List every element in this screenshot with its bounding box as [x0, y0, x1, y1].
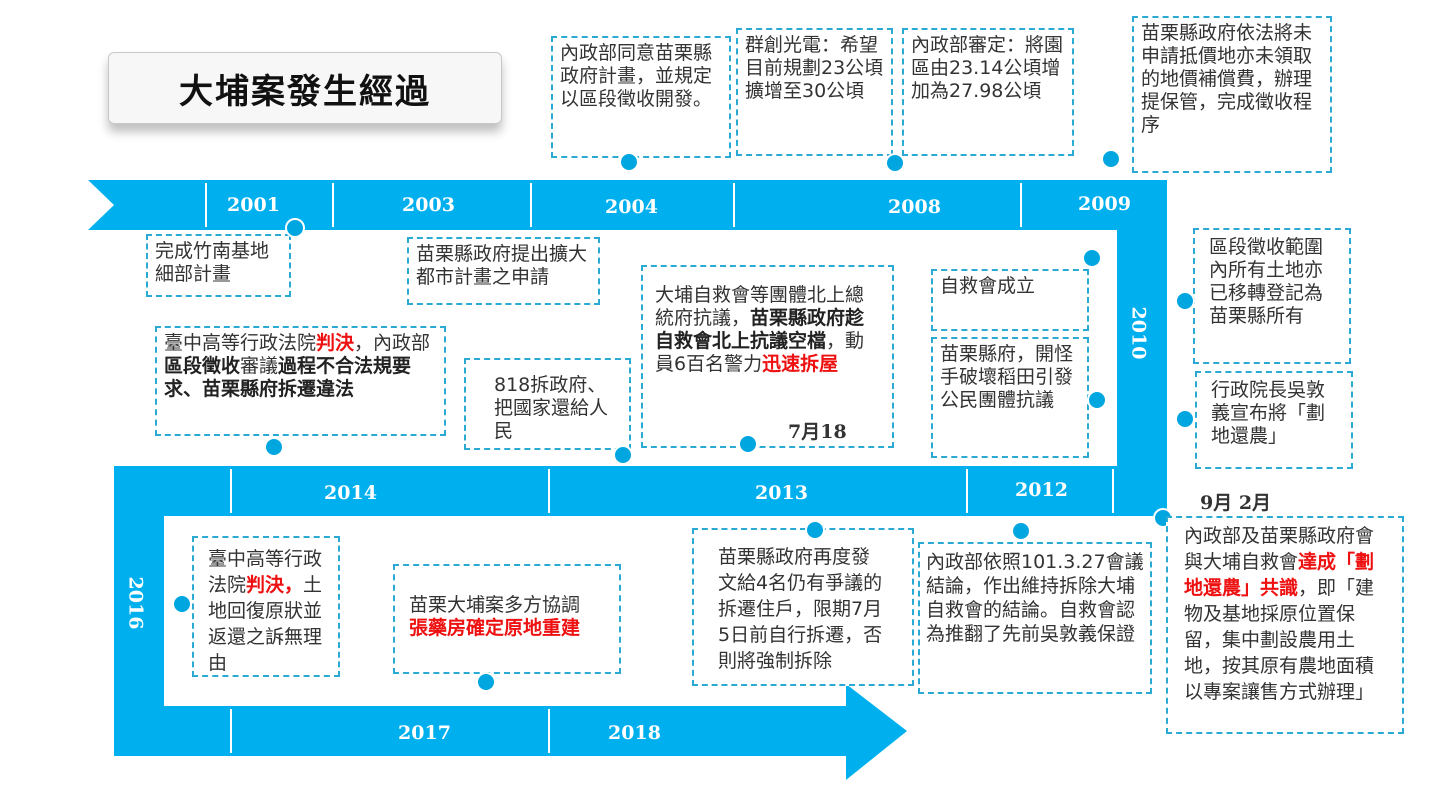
event-2009-dot [1101, 149, 1121, 169]
event-2010a-text: 區段徵收範圍內所有土地亦已移轉登記為苗栗縣所有 [1209, 236, 1324, 327]
event-2013a-text-bold: 苗栗縣政府趁自救會北上抗議空檔 [655, 307, 865, 352]
year-2004: 2004 [605, 196, 658, 218]
event-2012b-note: 苗栗縣府，開怪手破壞稻田引發公民團體抗議 [931, 337, 1089, 458]
tick [230, 469, 232, 513]
year-2010: 2010 [1127, 306, 1150, 360]
event-2004-note: 內政部同意苗栗縣政府計畫，並規定以區段徵收開發。 [551, 36, 731, 158]
year-2012: 2012 [1015, 479, 1068, 501]
event-2017-text-red: 張藥房確定原地重建 [409, 617, 581, 639]
event-2010c-note: 內政部及苗栗縣政府會與大埔自救會達成「劃地還農」共識，即「建物及基地採原位置保留… [1166, 516, 1404, 734]
year-2018: 2018 [608, 722, 661, 744]
tick [548, 469, 550, 513]
event-2010a-dot [1175, 291, 1195, 311]
tick [966, 469, 968, 513]
year-2017: 2017 [398, 722, 451, 744]
year-2013: 2013 [755, 482, 808, 504]
event-2008a-note: 群創光電：希望目前規劃23公頃擴增至30公頃 [736, 28, 893, 156]
year-2016: 2016 [124, 576, 147, 630]
year-2009: 2009 [1078, 193, 1131, 215]
title-box: 大埔案發生經過 [108, 52, 502, 124]
event-2008b-note: 內政部審定：將園區由23.14公頃增加為27.98公頃 [902, 28, 1074, 156]
timeline-band-middle [114, 466, 1167, 516]
event-2009-note: 苗栗縣政府依法將未申請抵價地亦未領取的地價補償費，辦理提保管，完成徵收程序 [1132, 16, 1332, 173]
event-2010a-note: 區段徵收範圍內所有土地亦已移轉登記為苗栗縣所有 [1193, 228, 1351, 364]
event-2010c-text-1: 內政部及苗栗縣政府會與大埔自救會 [1184, 525, 1375, 573]
event-2010b-dot [1175, 409, 1195, 429]
tick [530, 183, 532, 227]
event-2016-dot [172, 594, 192, 614]
event-2013b-note: 818拆政府、把國家還給人民 [464, 358, 631, 450]
event-2010b-note: 行政院長吳敦義宣布將「劃地還農」 [1195, 371, 1353, 469]
tick [332, 183, 334, 227]
event-2012b-text: 苗栗縣府，開怪手破壞稻田引發公民團體抗議 [940, 343, 1074, 411]
page-title: 大埔案發生經過 [179, 71, 431, 112]
event-2012c-dot [1011, 521, 1031, 541]
event-2014-text-bold-1: 區段徵收 [164, 355, 241, 377]
tick [1112, 469, 1114, 513]
event-2017-dot [476, 672, 496, 692]
year-2014: 2014 [324, 482, 377, 504]
event-2013c-dot [805, 520, 825, 540]
event-2014-text-1: 臺中高等行政法院 [164, 332, 317, 354]
event-2013a-note: 大埔自救會等團體北上總統府抗議，苗栗縣政府趁自救會北上抗議空檔，動員6百名警力迅… [641, 265, 894, 448]
tick [1020, 183, 1022, 227]
event-2012c-text: 內政部依照101.3.27會議結論，作出維持拆除大埔自救會的結論。自救會認為推翻… [926, 551, 1144, 645]
event-2013c-note: 苗栗縣政府再度發文給4名仍有爭議的拆遷住戶，限期7月5日前自行拆遷，否則將強制拆… [692, 528, 914, 686]
event-2010b-text: 行政院長吳敦義宣布將「劃地還農」 [1211, 379, 1326, 447]
event-2017-note: 苗栗大埔案多方協調張藥房確定原地重建 [393, 564, 621, 674]
event-2008a-text: 群創光電：希望目前規劃23公頃擴增至30公頃 [745, 34, 884, 102]
event-2014-text-bold-2: 過程不合法規要求、苗栗縣府拆遷違法 [164, 355, 412, 400]
event-2012a-text: 自救會成立 [940, 275, 1036, 297]
event-2012a-dot [1082, 248, 1102, 268]
event-2012c-note: 內政部依照101.3.27會議結論，作出維持拆除大埔自救會的結論。自救會認為推翻… [918, 542, 1152, 694]
event-2014-note: 臺中高等行政法院判決，內政部區段徵收審議過程不合法規要求、苗栗縣府拆遷違法 [155, 326, 446, 436]
event-2001-text: 完成竹南基地細部計畫 [155, 240, 270, 285]
event-2009-text: 苗栗縣政府依法將未申請抵價地亦未領取的地價補償費，辦理提保管，完成徵收程序 [1141, 22, 1313, 136]
event-2013a-text-2: ，動員6百名警力 [655, 330, 865, 375]
event-2013a-text-1: 大埔自救會等團體北上總統府抗議， [655, 284, 865, 329]
tick [548, 709, 550, 753]
event-2014-text-3: 審議 [240, 355, 279, 377]
year-2008: 2008 [888, 196, 941, 218]
event-2016-text-1: 臺中高等行政法院 [208, 548, 323, 596]
event-2010c-text-red: 達成「劃地還農」共識 [1184, 551, 1375, 599]
event-2004-text: 內政部同意苗栗縣政府計畫，並規定以區段徵收開發。 [560, 42, 713, 110]
event-2013a-date: 7月18 [788, 421, 847, 443]
timeline-band-top [88, 180, 1167, 230]
event-2014-dot [264, 437, 284, 457]
event-2014-text-red: 判決 [316, 332, 355, 354]
event-2010c-date: 9月 2月 [1200, 492, 1272, 514]
event-2010c-text-2: ，即「建物及基地採原位置保留，集中劃設農用土地，按其原有農地面積以專案讓售方式辦… [1184, 577, 1375, 703]
event-2013b-text: 818拆政府、把國家還給人民 [494, 374, 609, 442]
event-2013a-text-red: 迅速拆屋 [762, 353, 839, 375]
tick [230, 709, 232, 753]
event-2001-note: 完成竹南基地細部計畫 [146, 234, 291, 297]
event-2013a-dot [738, 434, 758, 454]
event-2003-note: 苗栗縣政府提出擴大都市計畫之申請 [407, 237, 600, 305]
event-2012a-note: 自救會成立 [931, 269, 1089, 331]
year-2001: 2001 [227, 194, 280, 216]
event-2017-text-1: 苗栗大埔案多方協調 [409, 594, 581, 616]
event-2004-dot [619, 152, 639, 172]
event-2003-text: 苗栗縣政府提出擴大都市計畫之申請 [416, 243, 588, 288]
tick [205, 183, 207, 227]
timeline-arrow-bottom [114, 684, 907, 780]
event-2014-text-2: ，內政部 [354, 332, 431, 354]
event-2016-text-2: 土地回復原狀並返還之訴無理由 [208, 574, 323, 674]
timeline-band-right [1117, 180, 1167, 516]
event-2013b-dot [613, 445, 633, 465]
event-2001-dot [285, 218, 305, 238]
event-2008a-dot [885, 153, 905, 173]
event-2016-text-red: 判決， [246, 574, 304, 596]
event-2013c-text: 苗栗縣政府再度發文給4名仍有爭議的拆遷住戶，限期7月5日前自行拆遷，否則將強制拆… [718, 546, 883, 672]
event-2016-note: 臺中高等行政法院判決，土地回復原狀並返還之訴無理由 [192, 536, 340, 677]
year-2003: 2003 [402, 194, 455, 216]
tick [733, 183, 735, 227]
event-2008b-text: 內政部審定：將園區由23.14公頃增加為27.98公頃 [911, 34, 1064, 102]
event-2012b-dot [1087, 390, 1107, 410]
